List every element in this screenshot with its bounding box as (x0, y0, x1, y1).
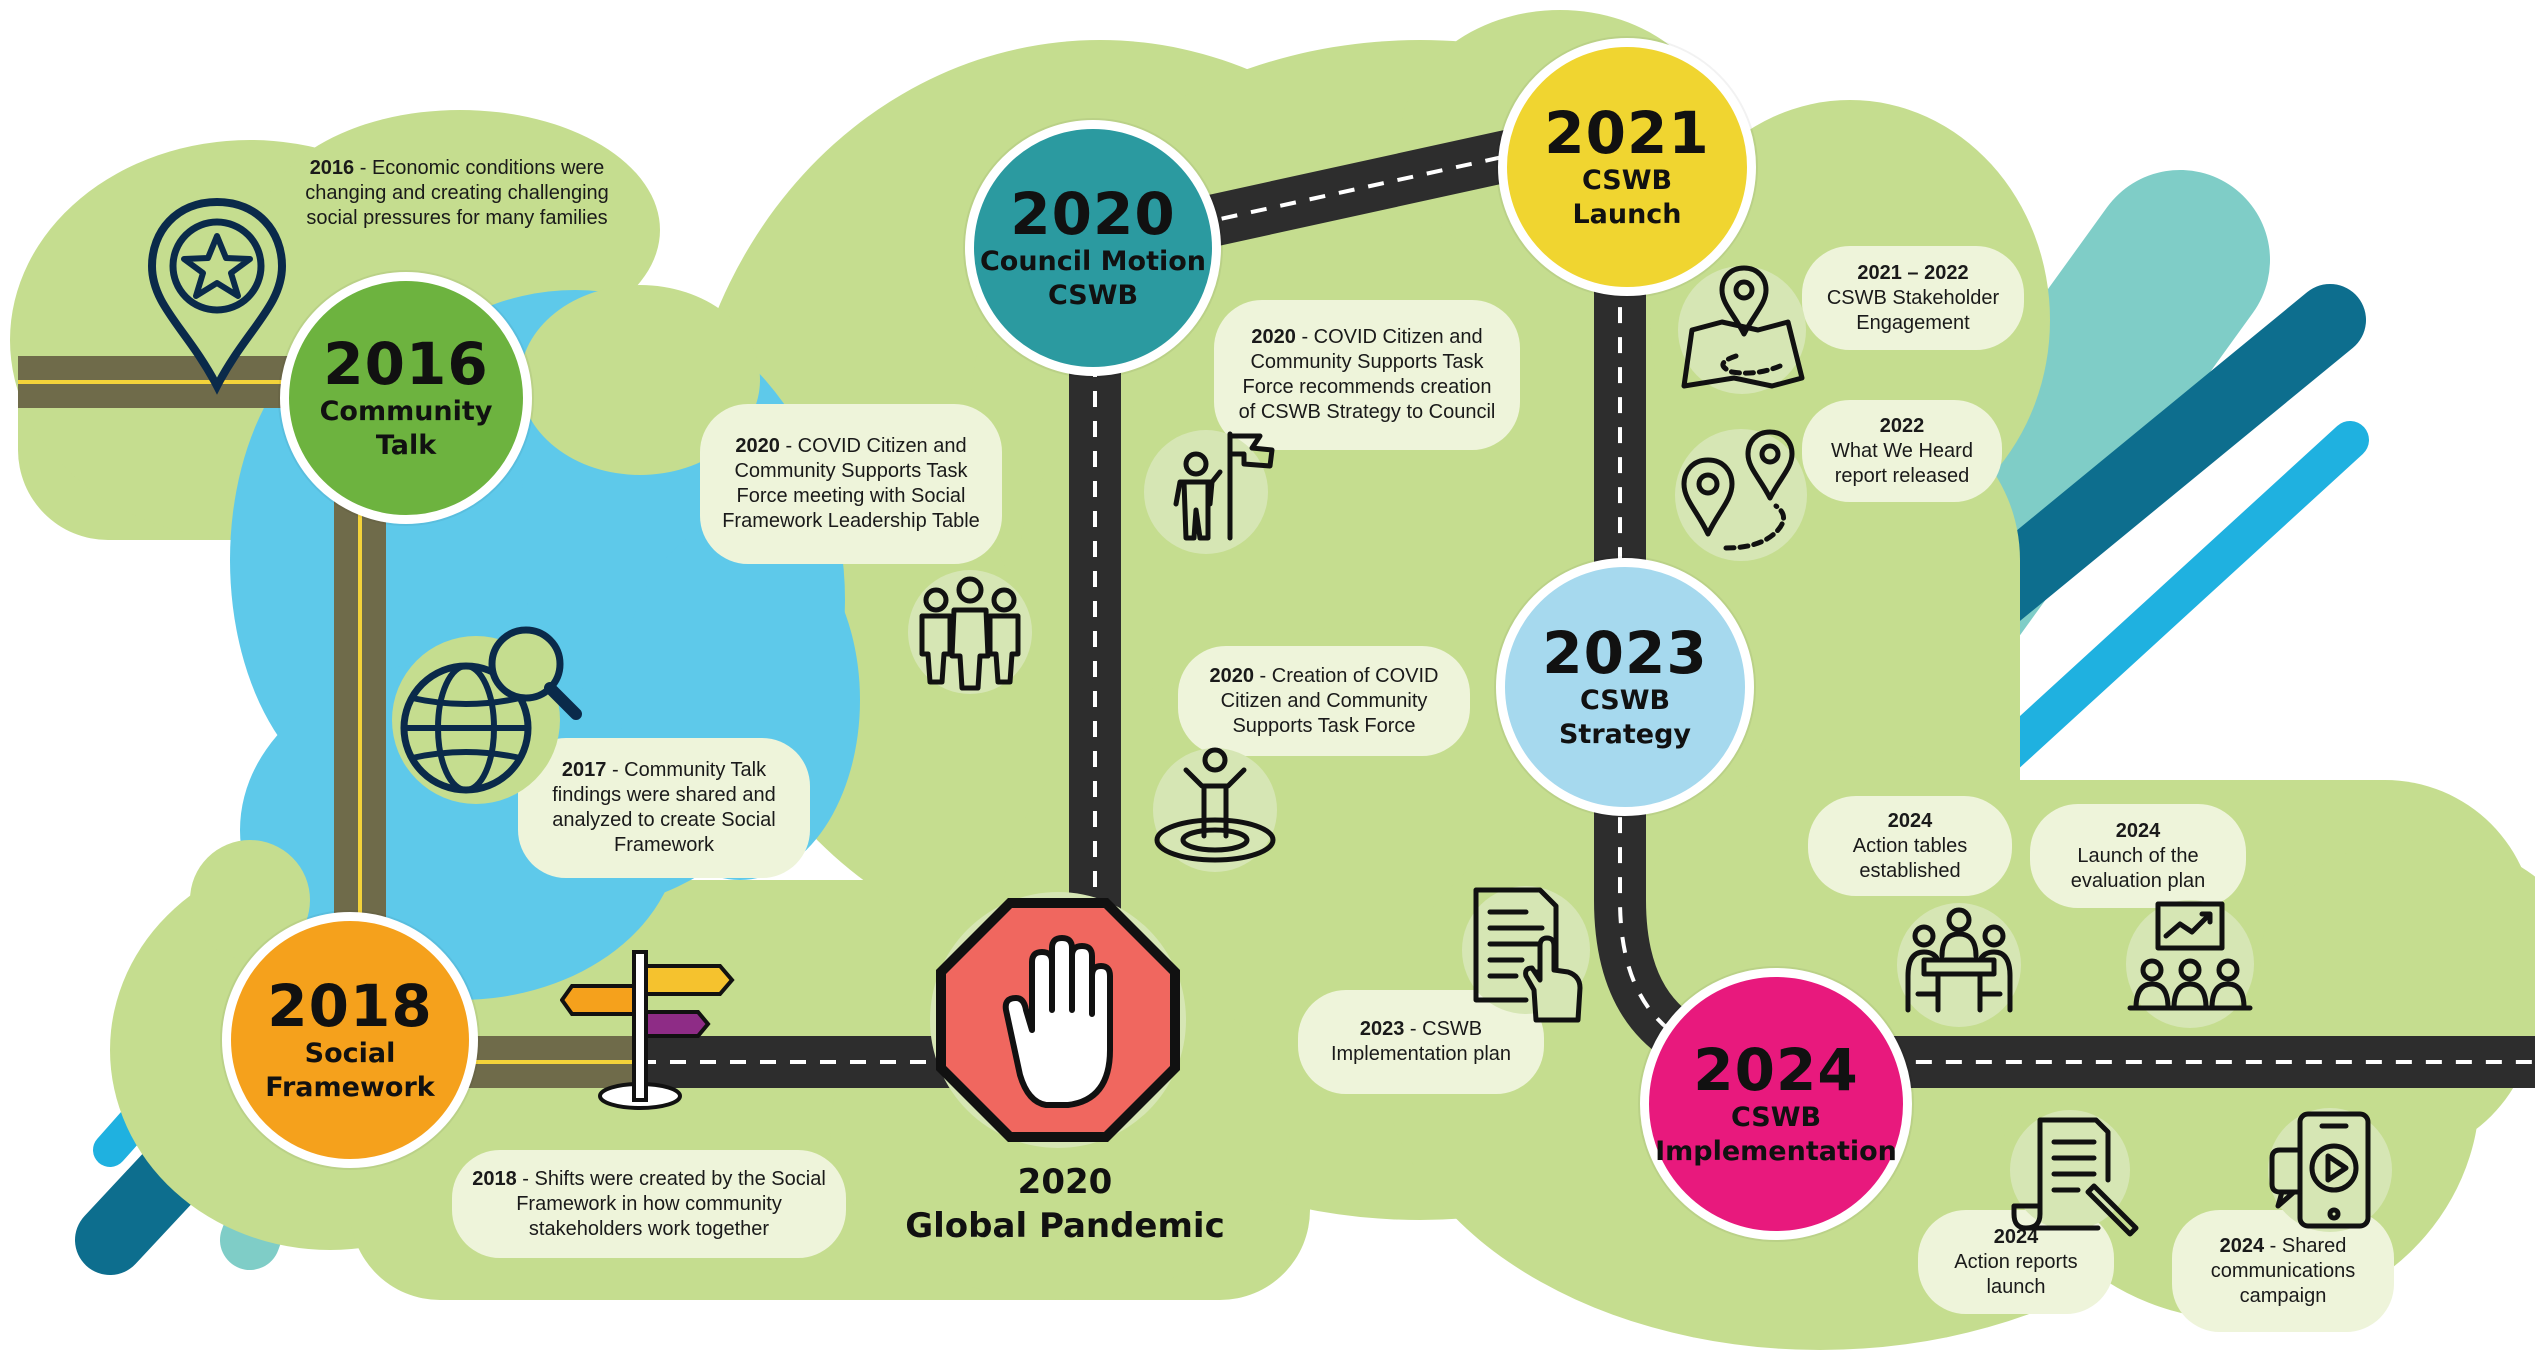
person-target-icon (1140, 740, 1290, 880)
callout-text: - CSWB Implementation plan (1330, 1018, 1512, 1065)
milestone-2023: 2023 CSWB Strategy (1496, 558, 1754, 816)
milestone-2018: 2018 Social Framework (222, 912, 478, 1168)
pandemic-label: Global Pandemic (905, 1206, 1225, 1246)
callout-text: - Shifts were created by the Social Fram… (516, 1167, 826, 1240)
two-pins-icon (1666, 420, 1816, 570)
callout-text: - COVID Citizen and Community Supports T… (1238, 326, 1496, 423)
milestone-2021: 2021 CSWB Launch (1498, 38, 1756, 296)
callout-text: - Economic conditions were changing and … (305, 156, 609, 229)
dirt-road (18, 356, 640, 1088)
milestone-label-line1: CSWB (1579, 685, 1671, 716)
signpost-icon (559, 942, 740, 1112)
callout-year: 2022 (1879, 414, 1925, 437)
milestone-label-line2: CSWB (1047, 280, 1139, 311)
callout-2020-creation: 2020 - Creation of COVID Citizen and Com… (1178, 646, 1470, 756)
callout-year: 2020 (1209, 664, 1254, 687)
callout-year: 2018 (472, 1167, 517, 1190)
callout-text: Launch of the evaluation plan (2070, 844, 2206, 892)
callout-text: - Creation of COVID Citizen and Communit… (1220, 664, 1439, 737)
callout-text: CSWB Stakeholder Engagement (1826, 286, 2000, 334)
callout-year: 2020 (1251, 326, 1296, 348)
callout-year: 2024 (2115, 819, 2161, 842)
milestone-label-line1: Community (319, 396, 493, 427)
tablet-video-icon (2260, 1106, 2400, 1246)
milestone-year: 2021 (1544, 99, 1710, 167)
callout-year: 2020 (735, 435, 780, 457)
callout-text: - Community Talk findings were shared an… (552, 759, 776, 856)
callout-text: Action reports launch (1954, 1250, 2078, 1298)
callout-text: - COVID Citizen and Community Supports T… (722, 435, 980, 532)
stop-hand-icon (928, 890, 1188, 1150)
milestone-label-line2: Launch (1572, 199, 1682, 230)
callout-text: - Shared communications campaign (2210, 1234, 2356, 1307)
globe-search-icon (366, 610, 596, 810)
callout-2020-recommends: 2020 - COVID Citizen and Community Suppo… (1214, 300, 1520, 450)
meeting-table-icon (1894, 900, 2024, 1030)
pandemic-caption: 2020 Global Pandemic (880, 1160, 1250, 1248)
callout-year: 2024 (1993, 1225, 2039, 1248)
milestone-year: 2023 (1542, 619, 1708, 687)
callout-year: 2017 (561, 759, 607, 781)
callout-year: 2024 (1887, 809, 1933, 832)
milestone-label-line1: Council Motion (979, 246, 1207, 277)
milestone-year: 2024 (1693, 1036, 1859, 1104)
milestone-label-line1: CSWB (1581, 165, 1673, 196)
milestone-year: 2018 (267, 972, 433, 1040)
star-pin-icon (142, 196, 292, 396)
callout-year: 2024 (2219, 1234, 2265, 1257)
callout-year: 2023 (1359, 1018, 1405, 1040)
callout-year: 2016 (309, 156, 355, 179)
document-hand-icon (1456, 880, 1596, 1030)
callout-2016: 2016 - Economic conditions were changing… (272, 148, 642, 238)
presentation-icon (2122, 896, 2258, 1032)
group-icon (900, 570, 1040, 700)
map-route-icon (1672, 260, 1812, 400)
milestone-label-line2: Implementation (1655, 1136, 1897, 1167)
callout-year: 2021 – 2022 (1857, 261, 1969, 284)
pandemic-year: 2020 (1017, 1162, 1113, 1202)
milestone-2020-council-motion: 2020 Council Motion CSWB (965, 120, 1221, 376)
callout-text: Action tables established (1852, 834, 1968, 882)
milestone-year: 2020 (1010, 180, 1176, 248)
callout-text: What We Heard report released (1831, 439, 1973, 487)
milestone-label-line2: Talk (375, 430, 437, 461)
callout-2018: 2018 - Shifts were created by the Social… (452, 1150, 846, 1258)
callout-2024-communications: 2024 - Shared communications campaign (2172, 1210, 2394, 1332)
milestone-label-line2: Framework (265, 1072, 435, 1103)
person-flag-icon (1140, 420, 1300, 560)
callout-2017: 2017 - Community Talk findings were shar… (518, 738, 810, 878)
document-pen-icon (2000, 1110, 2150, 1240)
milestone-2024: 2024 CSWB Implementation (1640, 968, 1912, 1240)
milestone-year: 2016 (323, 330, 489, 398)
milestone-label-line2: Strategy (1558, 719, 1692, 750)
milestone-2016: 2016 Community Talk (280, 272, 532, 524)
milestone-label-line1: Social (304, 1038, 396, 1069)
milestone-label-line1: CSWB (1730, 1102, 1822, 1133)
callout-2020-meeting: 2020 - COVID Citizen and Community Suppo… (700, 404, 1002, 564)
